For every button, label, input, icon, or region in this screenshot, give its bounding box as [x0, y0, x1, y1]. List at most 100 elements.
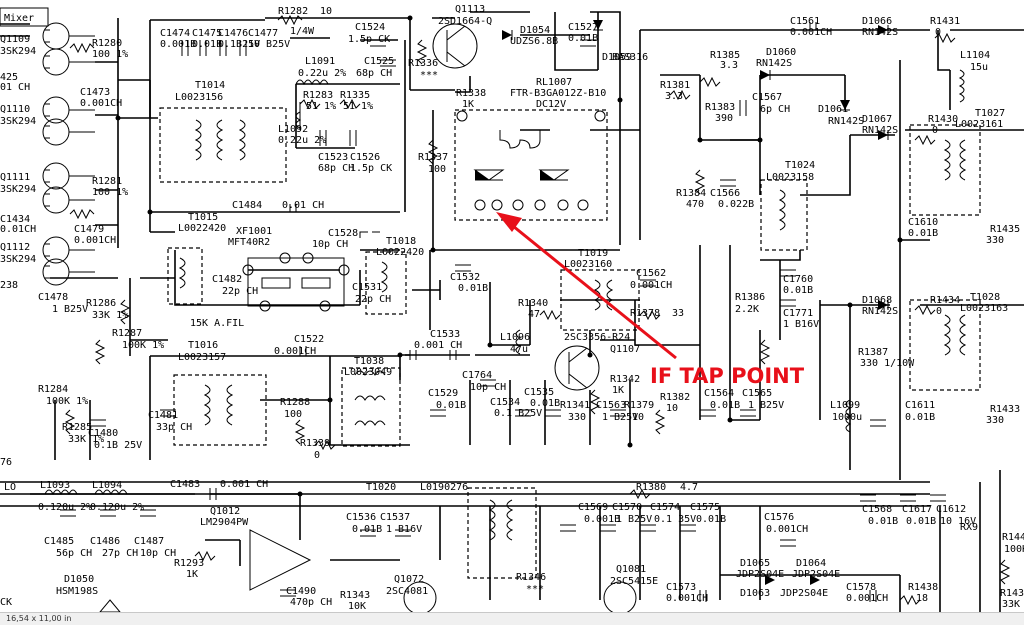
label-c1479: C1479 — [74, 224, 104, 235]
label-r1433: R1433 — [990, 404, 1020, 415]
label-d1067: D1067 — [862, 114, 892, 125]
label-q1107-part: 2SC3356-R24 — [564, 332, 630, 343]
label-r1383-val: 390 — [715, 113, 733, 124]
label-r1342: R1342 — [610, 374, 640, 385]
label-c1475: C1475 — [192, 28, 222, 39]
label-c1578: C1578 — [846, 582, 876, 593]
label-c1523: C1523 — [318, 152, 348, 163]
label-c1475-val: 0.01B — [192, 39, 222, 50]
label-l1094-val: 0.120u 2% — [90, 502, 144, 513]
label-c1526: C1526 — [350, 152, 380, 163]
label-c1617-val: 0.01B — [906, 516, 936, 527]
label-d1068: D1068 — [862, 295, 892, 306]
label-r1340: R1340 — [518, 298, 548, 309]
label-c1481-val: 33p CH — [156, 422, 192, 433]
label-c1610: C1610 — [908, 217, 938, 228]
label-d1065: D1065 — [740, 558, 770, 569]
label-t1020-part: L0190276 — [420, 482, 468, 493]
label-t1018-part: L0022420 — [376, 247, 424, 258]
label-c1490-val: 470p CH — [290, 597, 332, 608]
label-q1072-part: 2SC4081 — [386, 586, 428, 597]
label-d1061: D1061 — [818, 104, 848, 115]
crystal-filter-xf1001 — [242, 252, 350, 312]
label-r1385: R1385 — [710, 50, 740, 61]
label-d1054: D1054 — [520, 25, 550, 36]
transistor-q1107 — [554, 345, 600, 391]
label-c1529: C1529 — [428, 388, 458, 399]
label-d1059: D1059 — [602, 52, 632, 63]
label-d1063-part: JDP2S04E — [780, 588, 828, 599]
circuit-schematic: IF TAP POINT Mixer Q1109 3SK294 425 01 C… — [0, 4, 1024, 612]
label-c1561: C1561 — [790, 16, 820, 27]
label-d1067-part: RN142S — [862, 125, 898, 136]
label-l1096-val: 47u — [510, 344, 528, 355]
label-c1563-val: 1 B25V — [602, 412, 638, 423]
label-c1612-val: 10 16V — [940, 516, 976, 527]
label-d1064: D1064 — [796, 558, 826, 569]
label-r1431: R1431 — [930, 16, 960, 27]
label-t1018: T1018 — [386, 236, 416, 247]
label-r1287-val: 100K 1% — [122, 340, 164, 351]
label-c1476: C1476 — [218, 28, 248, 39]
label-c1535: C1535 — [524, 387, 554, 398]
label-c1567: C1567 — [752, 92, 782, 103]
label-c1573: C1573 — [666, 582, 696, 593]
label-r1337-val: 100 — [428, 164, 446, 175]
label-q1109: Q1109 — [0, 34, 30, 45]
label-d1064-part: JDP2S04E — [792, 569, 840, 580]
label-l1093: L1093 — [40, 480, 70, 491]
label-r1282-w: 1/4W — [290, 26, 315, 37]
label-c1486: C1486 — [90, 536, 120, 547]
label-c1575: C1575 — [690, 502, 720, 513]
label-c1760: C1760 — [783, 274, 813, 285]
relay-rl1007 — [456, 110, 606, 211]
label-c1574: C1574 — [650, 502, 680, 513]
label-d1050: D1050 — [64, 574, 94, 585]
label-c1564-val: 0.01B — [710, 400, 740, 411]
label-c1527-val: 0.01B — [568, 33, 598, 44]
label-l1093-val: 0.120u 2% — [38, 502, 92, 513]
label-r1282-val: 10 — [320, 6, 332, 17]
label-c1617: C1617 — [902, 504, 932, 515]
label-r1285: R1285 — [62, 422, 92, 433]
label-c1771: C1771 — [783, 308, 813, 319]
label-r1381: R1381 — [660, 80, 690, 91]
label-r1286-val: 33K 1% — [92, 310, 128, 321]
label-d1061-part: RN142S — [828, 116, 864, 127]
opamp-q1012 — [249, 529, 312, 591]
label-q1425: 425 — [0, 72, 18, 83]
label-c1527: C1527 — [568, 22, 598, 33]
label-c1482: C1482 — [212, 274, 242, 285]
fet-q1112-symbol — [42, 236, 95, 286]
label-c1570-val: 1 B25V — [616, 514, 652, 525]
label-r1387: R1387 — [858, 347, 888, 358]
label-r1335: R1335 — [340, 90, 370, 101]
label-c1522: C1522 — [294, 334, 324, 345]
label-l1104-val: 15u — [970, 62, 988, 73]
label-c1477: C1477 — [248, 28, 278, 39]
fet-q1110-symbol — [42, 96, 95, 146]
label-c1537-val: 1 B16V — [386, 524, 422, 535]
label-r1336-val: *** — [420, 70, 438, 81]
label-r1384: R1384 — [676, 188, 706, 199]
label-c1478-val: 1 B25V — [52, 304, 88, 315]
label-c1485: C1485 — [44, 536, 74, 547]
label-r1284: R1284 — [38, 384, 68, 395]
callout-label: IF TAP POINT — [650, 364, 805, 388]
label-t1038: T1038 — [354, 356, 384, 367]
label-c1484: C1484 — [232, 200, 262, 211]
label-c1479-val: 0.001CH — [74, 235, 116, 246]
label-d1063: D1063 — [740, 588, 770, 599]
label-c1524-val: 1.5p CK — [348, 34, 390, 45]
label-d1054-part: UDZS6.8B — [510, 36, 558, 47]
label-l1096: L1096 — [500, 332, 530, 343]
label-r1284-val: 100K 1% — [46, 396, 88, 407]
mixer-box-label: Mixer — [4, 13, 34, 24]
label-c1525-val: 68p CH — [356, 68, 392, 79]
label-r1287: R1287 — [112, 328, 142, 339]
label-q1109-part: 3SK294 — [0, 46, 36, 57]
label-r1434-val: 0 — [936, 306, 942, 317]
label-t1024-part: L0023158 — [766, 172, 814, 183]
label-r1385-val: 3.3 — [720, 60, 738, 71]
label-c1524: C1524 — [355, 22, 385, 33]
